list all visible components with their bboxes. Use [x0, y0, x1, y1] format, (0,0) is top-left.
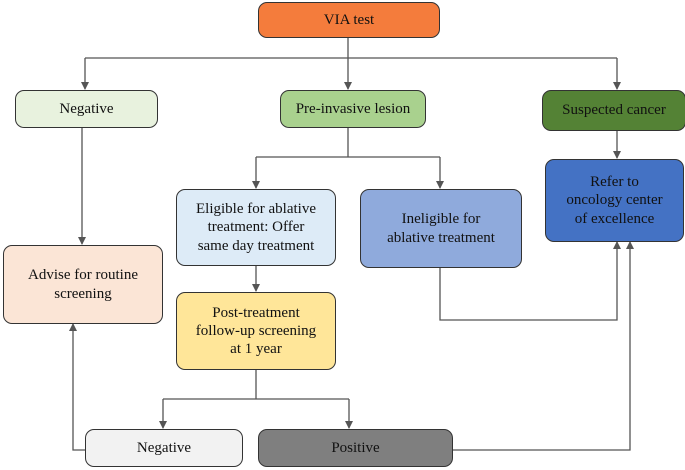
post-treatment-node: Post-treatment follow-up screening at 1 … [176, 292, 336, 370]
ineligible-node: Ineligible for ablative treatment [360, 189, 522, 268]
positive-label: Positive [331, 439, 380, 456]
connector-post-split [163, 370, 349, 400]
negative-bottom-node: Negative [85, 429, 243, 467]
negative-top-label: Negative [59, 100, 114, 117]
via-test-label: VIA test [323, 11, 375, 28]
via-test-node: VIA test [258, 2, 440, 38]
refer-label: Refer to oncology center of excellence [566, 174, 663, 227]
suspected-cancer-node: Suspected cancer [542, 90, 685, 131]
refer-node: Refer to oncology center of excellence [545, 159, 684, 242]
post-treatment-label: Post-treatment follow-up screening at 1 … [195, 304, 317, 358]
negative-bottom-label: Negative [136, 439, 192, 456]
pre-invasive-label: Pre-invasive lesion [295, 100, 411, 117]
arrow-positive-to-refer [453, 241, 634, 451]
suspected-cancer-label: Suspected cancer [562, 102, 666, 119]
eligible-node: Eligible for ablative treatment: Offer s… [176, 189, 336, 266]
connector-via-split [85, 38, 617, 59]
eligible-label: Eligible for ablative treatment: Offer s… [196, 201, 316, 254]
advise-label: Advise for routine screening [28, 267, 138, 302]
connector-pre-invasive-split [256, 128, 440, 158]
arrow-ineligible-to-refer [439, 241, 621, 321]
negative-top-node: Negative [15, 90, 158, 128]
advise-node: Advise for routine screening [3, 245, 163, 324]
positive-node: Positive [258, 429, 453, 467]
ineligible-label: Ineligible for ablative treatment [387, 211, 495, 246]
arrow-negative-bottom-to-advise [69, 323, 85, 451]
pre-invasive-node: Pre-invasive lesion [280, 90, 426, 128]
